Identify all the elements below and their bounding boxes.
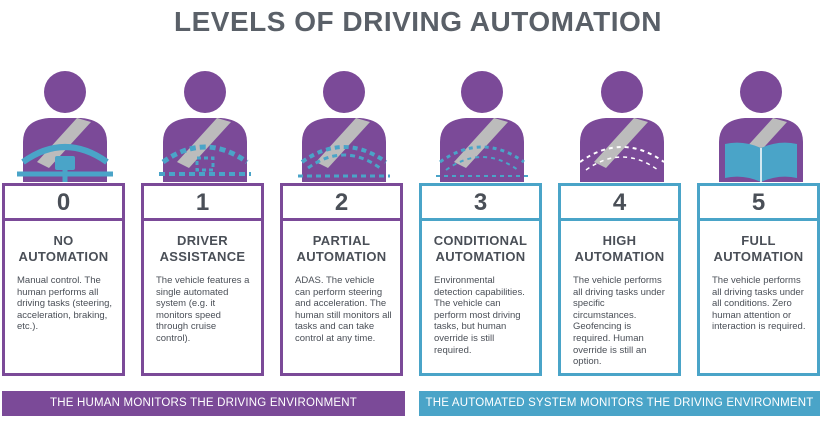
system-monitors-band: THE AUTOMATED SYSTEM MONITORS THE DRIVIN… — [419, 391, 820, 416]
level-description: The vehicle performs all driving tasks u… — [573, 275, 665, 368]
level-number: 1 — [144, 186, 261, 221]
dashed-steering-wheel-icon — [298, 71, 390, 182]
dashed-steering-wheel-icon — [436, 71, 528, 182]
human-monitors-band: THE HUMAN MONITORS THE DRIVING ENVIRONME… — [2, 391, 405, 416]
level-description: Environmental detection capabilities. Th… — [434, 275, 525, 356]
level-number: 0 — [5, 186, 122, 221]
driver-figure-2 — [294, 70, 394, 182]
driver-figure-3 — [432, 70, 532, 182]
driver-figure-0 — [15, 70, 115, 182]
level-number: 2 — [283, 186, 400, 221]
driver-figure-1 — [155, 70, 255, 182]
level-description: ADAS. The vehicle can perform steering a… — [295, 275, 392, 344]
dashed-steering-wheel-icon — [159, 71, 251, 182]
driver-figure-5 — [711, 70, 811, 182]
driver-figure-4 — [572, 70, 672, 182]
level-description: Manual control. The human performs all d… — [17, 275, 113, 333]
solid-steering-wheel-icon — [17, 71, 113, 182]
book-icon — [719, 71, 803, 182]
page-title: LEVELS OF DRIVING AUTOMATION — [174, 6, 662, 37]
level-description: The vehicle features a single automated … — [156, 275, 250, 344]
level-number: 4 — [561, 186, 678, 221]
level-description: The vehicle performs all driving tasks u… — [712, 275, 806, 333]
level-number: 5 — [700, 186, 817, 221]
faint-steering-wheel-icon — [579, 71, 665, 182]
level-number: 3 — [422, 186, 539, 221]
